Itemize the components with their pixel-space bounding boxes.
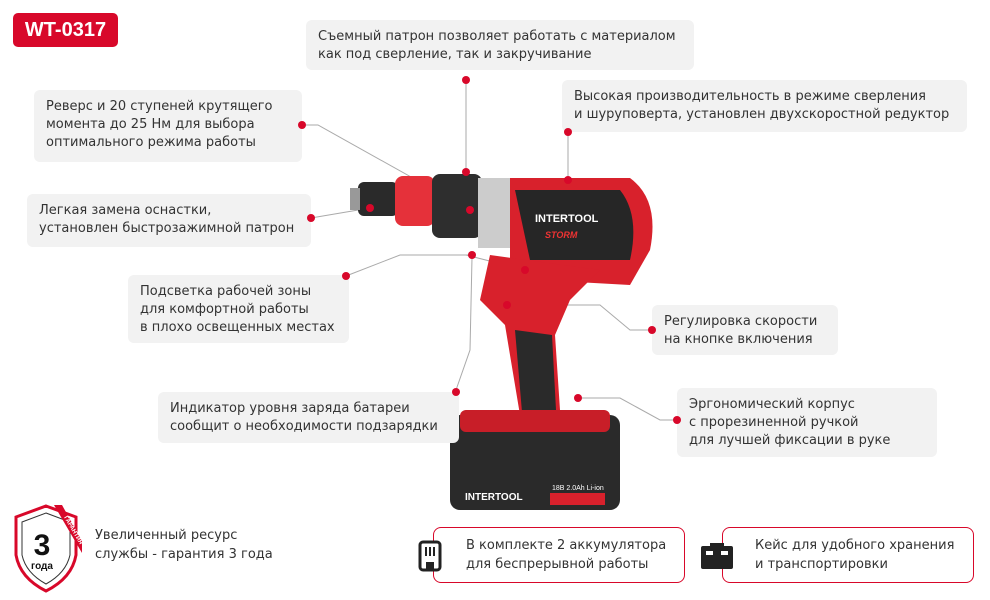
feature-line: В комплекте 2 аккумулятора [466,538,667,553]
callout-line: для лучшей фиксации в руке [689,433,891,448]
callout-speed: Регулировка скорости на кнопке включения [652,305,838,355]
battery-label-text: 18В 2.0Ah Li-ion [552,485,604,492]
callout-battery-indicator: Индикатор уровня заряда батареи сообщит … [158,392,459,443]
model-badge: WT-0317 [13,13,118,47]
callout-easy-change: Легкая замена оснастки, установлен быстр… [27,194,311,247]
warranty-line: службы - гарантия 3 года [95,547,273,562]
callout-dot [462,168,470,176]
battery-brand-text: INTERTOOL [465,492,523,503]
callout-line: Подсветка рабочей зоны [140,284,312,299]
battery-icon [418,540,442,572]
drill-series-text: STORM [545,230,578,240]
feature-line: для беспрерывной работы [466,557,649,572]
callout-dot [307,214,315,222]
callout-dot [298,121,306,129]
callout-line: Индикатор уровня заряда батареи [170,401,410,416]
callout-line: Реверс и 20 ступеней крутящего [46,99,273,114]
callout-dot [521,266,529,274]
callout-dot [452,388,460,396]
drill-image: INTERTOOL STORM INTERTOOL 18В 2.0Ah Li-i… [350,174,653,510]
callout-dot [466,206,474,214]
callout-line: сообщит о необходимости подзарядки [170,419,438,434]
callout-dot [366,204,374,212]
case-icon [701,543,733,569]
feature-line: Кейс для удобного хранения [755,538,955,553]
callout-line: на кнопке включения [664,332,813,347]
callout-line: Легкая замена оснастки, [39,203,212,218]
callout-line: Съемный патрон позволяет работать с мате… [318,29,676,44]
callout-dot [648,326,656,334]
callout-line: в плохо освещенных местах [140,320,335,335]
callout-line: с прорезиненной ручкой [689,415,859,430]
warranty-unit: года [31,561,53,572]
warranty-line: Увеличенный ресурс [95,528,238,543]
callout-dot [503,301,511,309]
callout-line: и шуруповерта, установлен двухскоростной… [574,107,950,122]
callout-line: момента до 25 Нм для выбора [46,117,255,132]
callout-dot [468,251,476,259]
feature-batteries: В комплекте 2 аккумулятора для беспрерыв… [433,527,685,583]
callout-line: Эргономический корпус [689,397,855,412]
callout-dot [564,176,572,184]
callout-dot [574,394,582,402]
callout-dot [564,128,572,136]
drill-brand-text: INTERTOOL [535,213,599,225]
callout-dot [462,76,470,84]
callout-line: оптимального режима работы [46,135,256,150]
callout-line: установлен быстрозажимной патрон [39,221,295,236]
callout-reverse: Реверс и 20 ступеней крутящего момента д… [34,90,302,162]
callout-line: для комфортной работы [140,302,309,317]
callout-light: Подсветка рабочей зоны для комфортной ра… [128,275,349,343]
callout-dot [673,416,681,424]
warranty-text: Увеличенный ресурс службы - гарантия 3 г… [95,526,273,564]
callout-chuck-removable: Съемный патрон позволяет работать с мате… [306,20,694,70]
callout-performance: Высокая производительность в режиме свер… [562,80,967,132]
warranty-shield-icon: ГАРАНТИЯ 3 года [14,504,82,593]
callout-line: Высокая производительность в режиме свер… [574,89,926,104]
callout-dot [342,272,350,280]
callout-line: как под сверление, так и закручивание [318,47,592,62]
callout-line: Регулировка скорости [664,314,818,329]
warranty-number: 3 [34,529,51,562]
feature-line: и транспортировки [755,557,888,572]
callout-ergonomic: Эргономический корпус с прорезиненной ру… [677,388,937,457]
feature-case: Кейс для удобного хранения и транспортир… [722,527,974,583]
